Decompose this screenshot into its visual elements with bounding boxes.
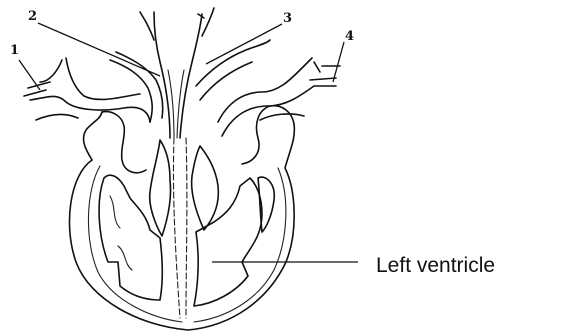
pulmonary-valve xyxy=(150,140,171,236)
label-left-ventricle: Left ventricle xyxy=(376,255,495,276)
heart-outline-left-upper xyxy=(84,112,102,160)
septum-right-edge xyxy=(186,138,187,318)
right-vessel-bottom xyxy=(260,114,304,120)
left-ventricle-papillary xyxy=(258,177,274,232)
right-pulmonary-vessel-lower xyxy=(222,86,336,136)
left-ventricle-chamber xyxy=(194,178,262,306)
left-vessel-bottom xyxy=(36,114,78,120)
top-vessel-left xyxy=(140,12,154,40)
left-pulmonary-vessel-upper xyxy=(40,58,140,99)
inner-wall-left xyxy=(194,168,286,322)
septum-left-edge xyxy=(173,138,180,318)
leader-line-2 xyxy=(38,23,160,76)
label-2: 2 xyxy=(28,10,37,23)
leader-line-4 xyxy=(333,42,344,82)
pulmonary-artery-branch-lower xyxy=(200,62,252,100)
aorta-inner-left xyxy=(168,70,174,138)
right-atrium-wall xyxy=(102,112,146,173)
left-pulmonary-vessel-lower xyxy=(30,96,150,122)
right-ventricle-chamber xyxy=(99,175,162,300)
label-4: 4 xyxy=(345,30,354,43)
label-1: 1 xyxy=(10,44,19,57)
aortic-valve xyxy=(192,146,219,230)
right-ventricle-trabeculae xyxy=(110,196,132,270)
label-3: 3 xyxy=(283,12,292,25)
left-vessel-stub xyxy=(24,82,50,96)
right-pulmonary-vessel-upper xyxy=(218,58,312,122)
leader-line-3 xyxy=(206,24,282,64)
